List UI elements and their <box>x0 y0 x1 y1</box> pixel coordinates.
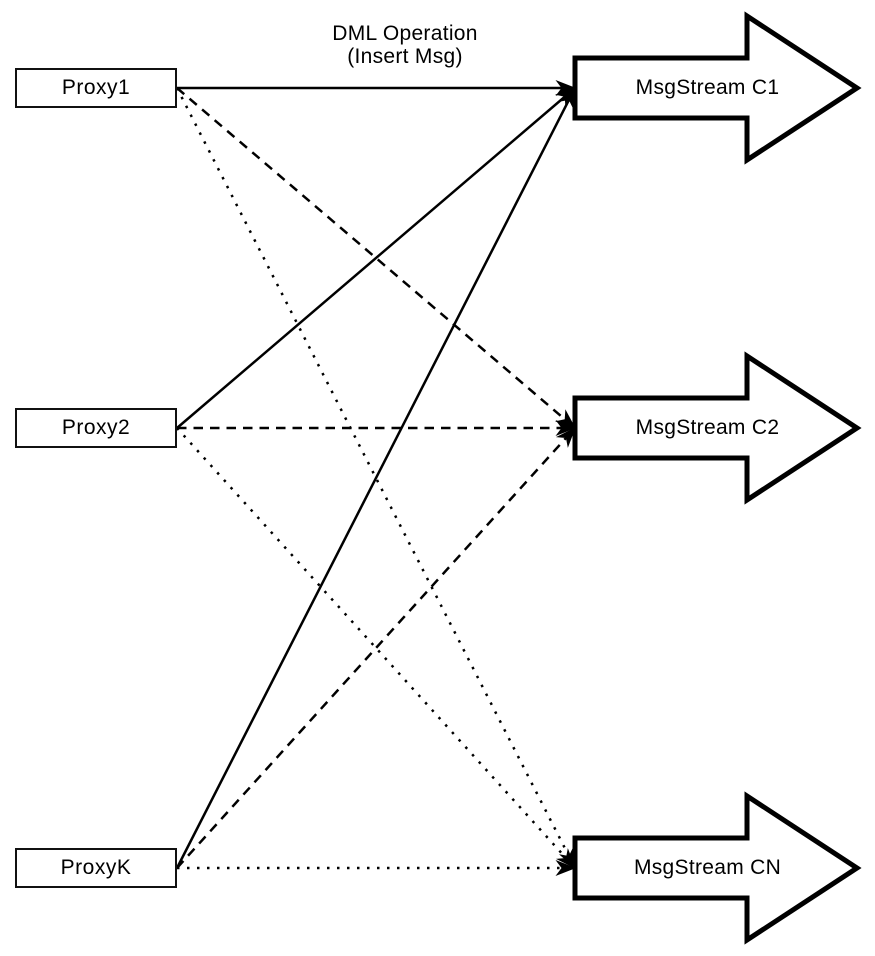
edge-proxy1-c2-dashed <box>176 87 576 429</box>
msgstream-cn-arrow <box>572 791 862 945</box>
proxyk-label: ProxyK <box>60 856 132 879</box>
edges-group <box>175 80 577 876</box>
msgstream-c2-arrow <box>572 351 862 505</box>
proxy2-node: Proxy2 <box>15 408 177 448</box>
edge-proxy2-c1-solid <box>176 87 576 429</box>
msgstream-arrows <box>572 11 862 945</box>
annotation-line1: DML Operation <box>332 22 478 45</box>
proxy2-label: Proxy2 <box>61 416 131 439</box>
msgstream-c1-arrow <box>572 11 862 165</box>
proxy1-node: Proxy1 <box>15 68 177 108</box>
proxy1-label: Proxy1 <box>61 76 131 99</box>
proxyk-node: ProxyK <box>15 848 177 888</box>
edge-proxyk-c1-solid <box>175 87 577 869</box>
edge-annotation: DML Operation (Insert Msg) <box>265 22 545 68</box>
annotation-line2: (Insert Msg) <box>347 45 463 68</box>
